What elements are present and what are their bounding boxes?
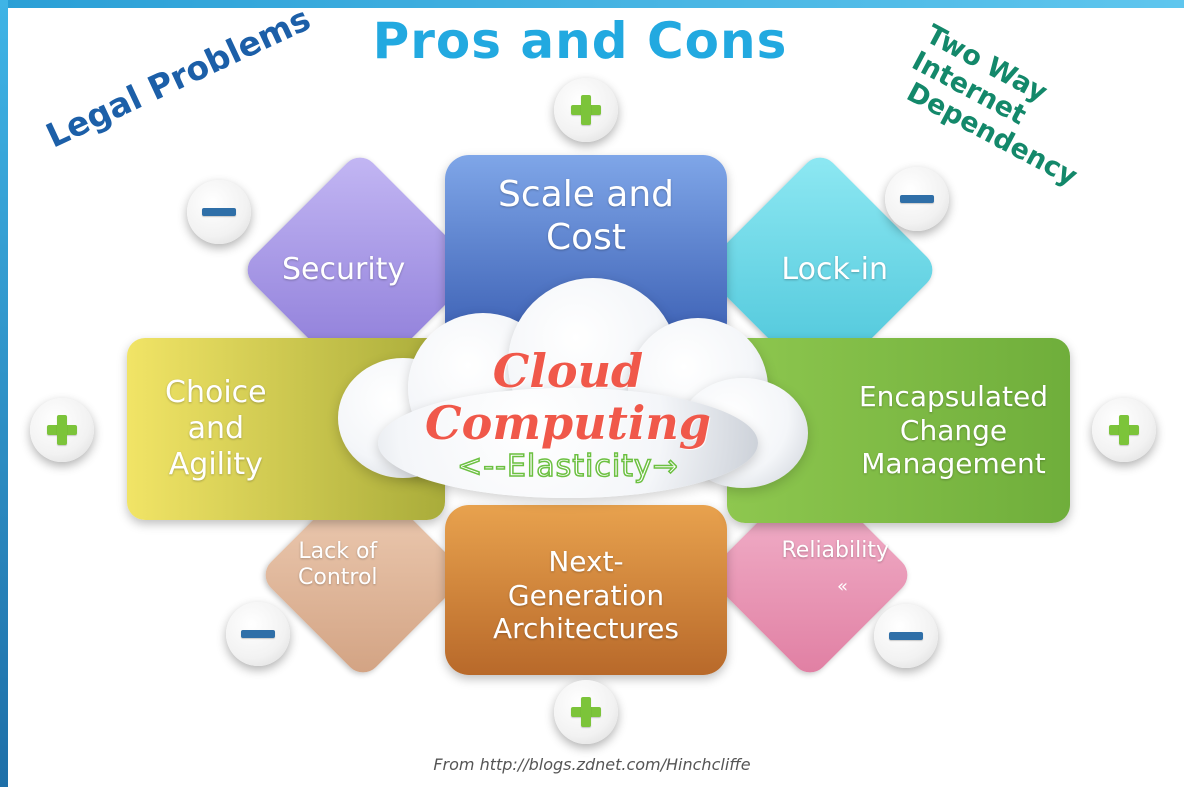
lack-of-control-label: Lack of Control (298, 538, 378, 590)
source-caption: From http://blogs.zdnet.com/Hinchcliffe (433, 755, 751, 774)
security-label: Security (282, 252, 406, 287)
minus-icon (885, 167, 949, 231)
cloud-title-line2: Computing (425, 396, 711, 450)
plus-icon (1092, 398, 1156, 462)
reliability-tile: Reliability « (705, 470, 915, 680)
plus-icon (554, 680, 618, 744)
minus-icon (874, 604, 938, 668)
reliability-label: Reliability (781, 537, 890, 563)
next-generation-architectures-label: Next- Generation Architectures (492, 545, 679, 646)
security-tile: Security (240, 150, 480, 390)
lock-in-label: Lock-in (781, 252, 888, 287)
minus-icon (187, 180, 251, 244)
cloud-shape (318, 268, 818, 518)
lock-in-tile: Lock-in (700, 150, 940, 390)
plus-icon (30, 398, 94, 462)
minus-icon (226, 602, 290, 666)
cloud-puff (378, 388, 758, 498)
top-border (0, 0, 1184, 8)
scale-and-cost-label: Scale and Cost (497, 174, 675, 259)
legal-problems-note: Legal Problems (40, 0, 317, 156)
plus-icon (554, 78, 618, 142)
elasticity-label: <--Elasticity→ (456, 448, 679, 485)
left-border (0, 0, 8, 787)
lack-of-control-tile: Lack of Control (258, 470, 468, 680)
choice-and-agility-label: Choice and Agility (165, 375, 267, 482)
next-generation-architectures-tile: Next- Generation Architectures (445, 505, 727, 675)
encapsulated-change-management-tile: Encapsulated Change Management (727, 338, 1070, 523)
stray-mark: « (837, 576, 849, 597)
cloud-text: Cloud Computing <--Elasticity→ (318, 344, 818, 485)
cloud-title-line1: Cloud (492, 344, 644, 398)
encapsulated-change-management-label: Encapsulated Change Management (858, 380, 1048, 481)
slide-title: Pros and Cons (372, 12, 788, 70)
